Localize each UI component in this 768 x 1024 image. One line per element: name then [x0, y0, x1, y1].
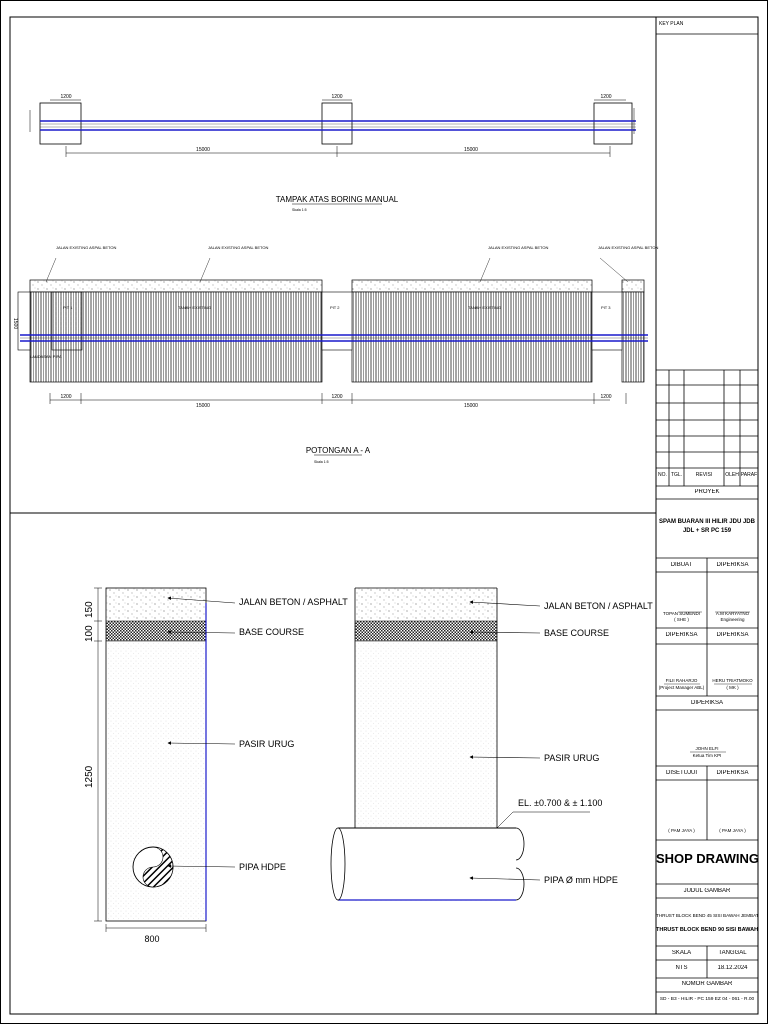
section-dim-span-2: 15000 — [464, 403, 478, 409]
person-1-role: ( SHE ) — [674, 617, 689, 622]
rev-header-tgl: TGL. — [670, 472, 683, 478]
detail-right-label-pipe: PIPA Ø mm HDPE — [544, 875, 618, 885]
detail-left-label-pipe: PIPA HDPE — [239, 862, 286, 872]
rev-header-oleh: OLEH — [725, 472, 739, 478]
section-pit-3: PIT 3 — [601, 305, 611, 310]
section-callout-4: JALAN EXISTING ASPAL BETON — [598, 245, 659, 250]
plan-dim-pit-3: 1200 — [600, 94, 611, 100]
detail-left-label-base: BASE COURSE — [239, 627, 304, 637]
diperiksa-label-5: DIPERIKSA — [716, 770, 749, 776]
pam-jaya-1: ( PAM JAYA ) — [668, 828, 695, 833]
section-pit-2: PIT 2 — [330, 305, 340, 310]
judul-gambar-label: JUDUL GAMBAR — [683, 888, 731, 894]
tanggal-label: TANGGAL — [718, 950, 747, 956]
person-5-role: Ketua Tim KPI — [692, 753, 722, 758]
detail-left-dim-150: 150 — [84, 601, 95, 618]
plan-view — [29, 99, 636, 205]
detail-right-label-sand: PASIR URUG — [544, 753, 599, 763]
pam-jaya-2: ( PAM JAYA ) — [719, 828, 746, 833]
plan-dim-pit-1: 1200 — [60, 94, 71, 100]
dibuat-label: DIBUAT — [670, 562, 693, 568]
person-3-name: FILII RAHARJO — [665, 678, 698, 683]
diperiksa-label-2: DIPERIKSA — [665, 632, 698, 638]
section-view-scale: Skala 1:5 — [314, 460, 329, 464]
detail-right-label-road: JALAN BETON / ASPHALT — [544, 601, 653, 611]
judul-line-1: THRUST BLOCK BEND 45 SISI BAWAH JEMBATAN — [656, 913, 758, 918]
section-callout-3: JALAN EXISTING ASPAL BETON — [488, 245, 549, 250]
rev-header-no: NO. — [658, 472, 667, 478]
section-callout-1: JALAN EXISTING ASPAL BETON — [56, 245, 117, 250]
tanggal-value: 18.12.2024 — [717, 965, 748, 971]
section-dim-pit-2: 1200 — [331, 394, 342, 400]
section-bottom-label: LANDASAN PIPA — [30, 354, 62, 359]
diperiksa-label-1: DIPERIKSA — [716, 562, 749, 568]
person-4-role: ( MK ) — [726, 685, 739, 690]
detail-left-dim-800: 800 — [144, 934, 159, 944]
skala-value: NTS — [675, 965, 688, 971]
person-1-name: TOPAN SUMENDI — [662, 611, 701, 616]
person-5-name: JOHN ELFI — [695, 746, 719, 751]
person-4-name: HERU TRIATMOKO — [712, 678, 753, 683]
section-dim-pit-3: 1200 — [600, 394, 611, 400]
rev-header-paraf: PARAF — [740, 472, 758, 478]
detail-left — [94, 587, 236, 932]
section-dim-pit-1: 1200 — [60, 394, 71, 400]
detail-left-dim-100: 100 — [84, 625, 95, 642]
section-pit-1: PIT 1 — [63, 305, 73, 310]
judul-line-2: THRUST BLOCK BEND 90 SISI BAWAH — [656, 927, 758, 933]
detail-right-label-base: BASE COURSE — [544, 628, 609, 638]
person-3-role: (Project Manager ABL) — [658, 685, 705, 690]
disetujui-label: DISETUJUI — [665, 770, 697, 776]
plan-view-title: TAMPAK ATAS BORING MANUAL — [276, 195, 399, 204]
plan-view-scale: Skala 1:5 — [292, 208, 307, 212]
section-view — [17, 257, 648, 456]
person-2-name: A.M KARYATNO — [715, 611, 750, 616]
diperiksa-label-3: DIPERIKSA — [716, 632, 749, 638]
plan-dim-pit-2: 1200 — [331, 94, 342, 100]
rev-header-revisi: REVISI — [695, 472, 713, 478]
detail-left-label-road: JALAN BETON / ASPHALT — [239, 597, 348, 607]
section-view-title: POTONGAN A - A — [306, 446, 371, 455]
proyek-label: PROYEK — [694, 489, 720, 495]
shop-drawing-title: SHOP DRAWING — [656, 851, 758, 866]
section-dim-height: 1500 — [12, 318, 18, 329]
diperiksa-label-4: DIPERIKSA — [690, 700, 723, 706]
proyek-name: SPAM BUARAN III HILIR JDU JDB JDL + SR P… — [659, 519, 755, 534]
section-soil-label-2: TANAH EXISTING — [468, 305, 501, 310]
section-callout-2: JALAN EXISTING ASPAL BETON — [208, 245, 269, 250]
plan-dim-span-1: 15000 — [196, 147, 210, 153]
section-dim-span-1: 15000 — [196, 403, 210, 409]
detail-right-elevation: EL. ±0.700 & ± 1.100 — [518, 798, 602, 808]
title-block-grid — [656, 33, 758, 993]
plan-dim-span-2: 15000 — [464, 147, 478, 153]
detail-left-dim-1250: 1250 — [84, 765, 95, 788]
key-plan-label: KEY PLAN — [659, 21, 684, 27]
person-2-role: Engineering — [720, 617, 745, 622]
detail-left-label-sand: PASIR URUG — [239, 739, 294, 749]
nomor-gambar-label: NOMOR GAMBAR — [681, 981, 733, 987]
detail-right — [330, 587, 590, 901]
nomor-gambar-value: SD - B3 - HILIR - PC 159 EZ 04 - 061 - R… — [659, 997, 755, 1002]
section-soil-label-1: TANAH EXISTING — [178, 305, 211, 310]
skala-label: SKALA — [671, 950, 692, 956]
